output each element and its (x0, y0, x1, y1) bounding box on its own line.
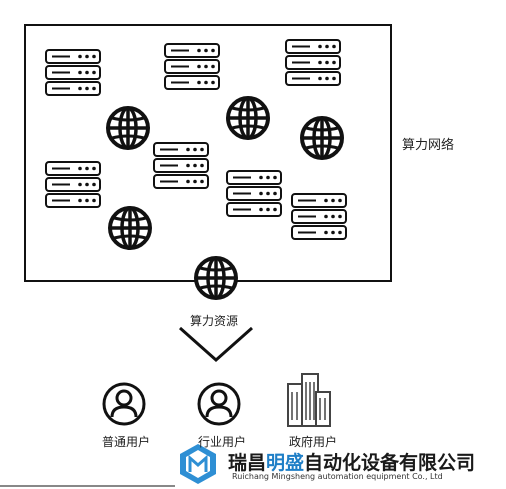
server-icon (226, 170, 282, 217)
user-icon (197, 382, 241, 426)
globe-icon (106, 106, 150, 150)
building-icon (287, 373, 331, 427)
resource-label: 算力资源 (190, 314, 239, 328)
globe-icon (194, 256, 238, 300)
server-icon (45, 161, 101, 208)
server-icon (291, 193, 347, 240)
server-icon (164, 43, 220, 90)
industry-user-label: 行业用户 (198, 435, 247, 449)
network-label: 算力网络 (402, 138, 455, 153)
globe-icon (300, 116, 344, 160)
globe-icon (108, 206, 152, 250)
brand-name-part1: 瑞昌 (228, 452, 267, 474)
government-user-label: 政府用户 (289, 435, 338, 449)
brand-logo-icon (180, 444, 216, 484)
ordinary-user-label: 普通用户 (102, 435, 151, 449)
chevron-down-icon (179, 326, 253, 363)
globe-icon (226, 96, 270, 140)
brand-name-part2: 自动化设备有限公司 (304, 452, 476, 474)
brand-name-highlight: 明盛 (266, 452, 305, 474)
user-icon (102, 382, 146, 426)
brand-name: 瑞昌明盛自动化设备有限公司 (228, 448, 475, 475)
server-icon (45, 49, 101, 96)
brand-subtitle: Ruichang Mingsheng automation equipment … (232, 472, 443, 481)
server-icon (285, 39, 341, 86)
server-icon (153, 142, 209, 189)
